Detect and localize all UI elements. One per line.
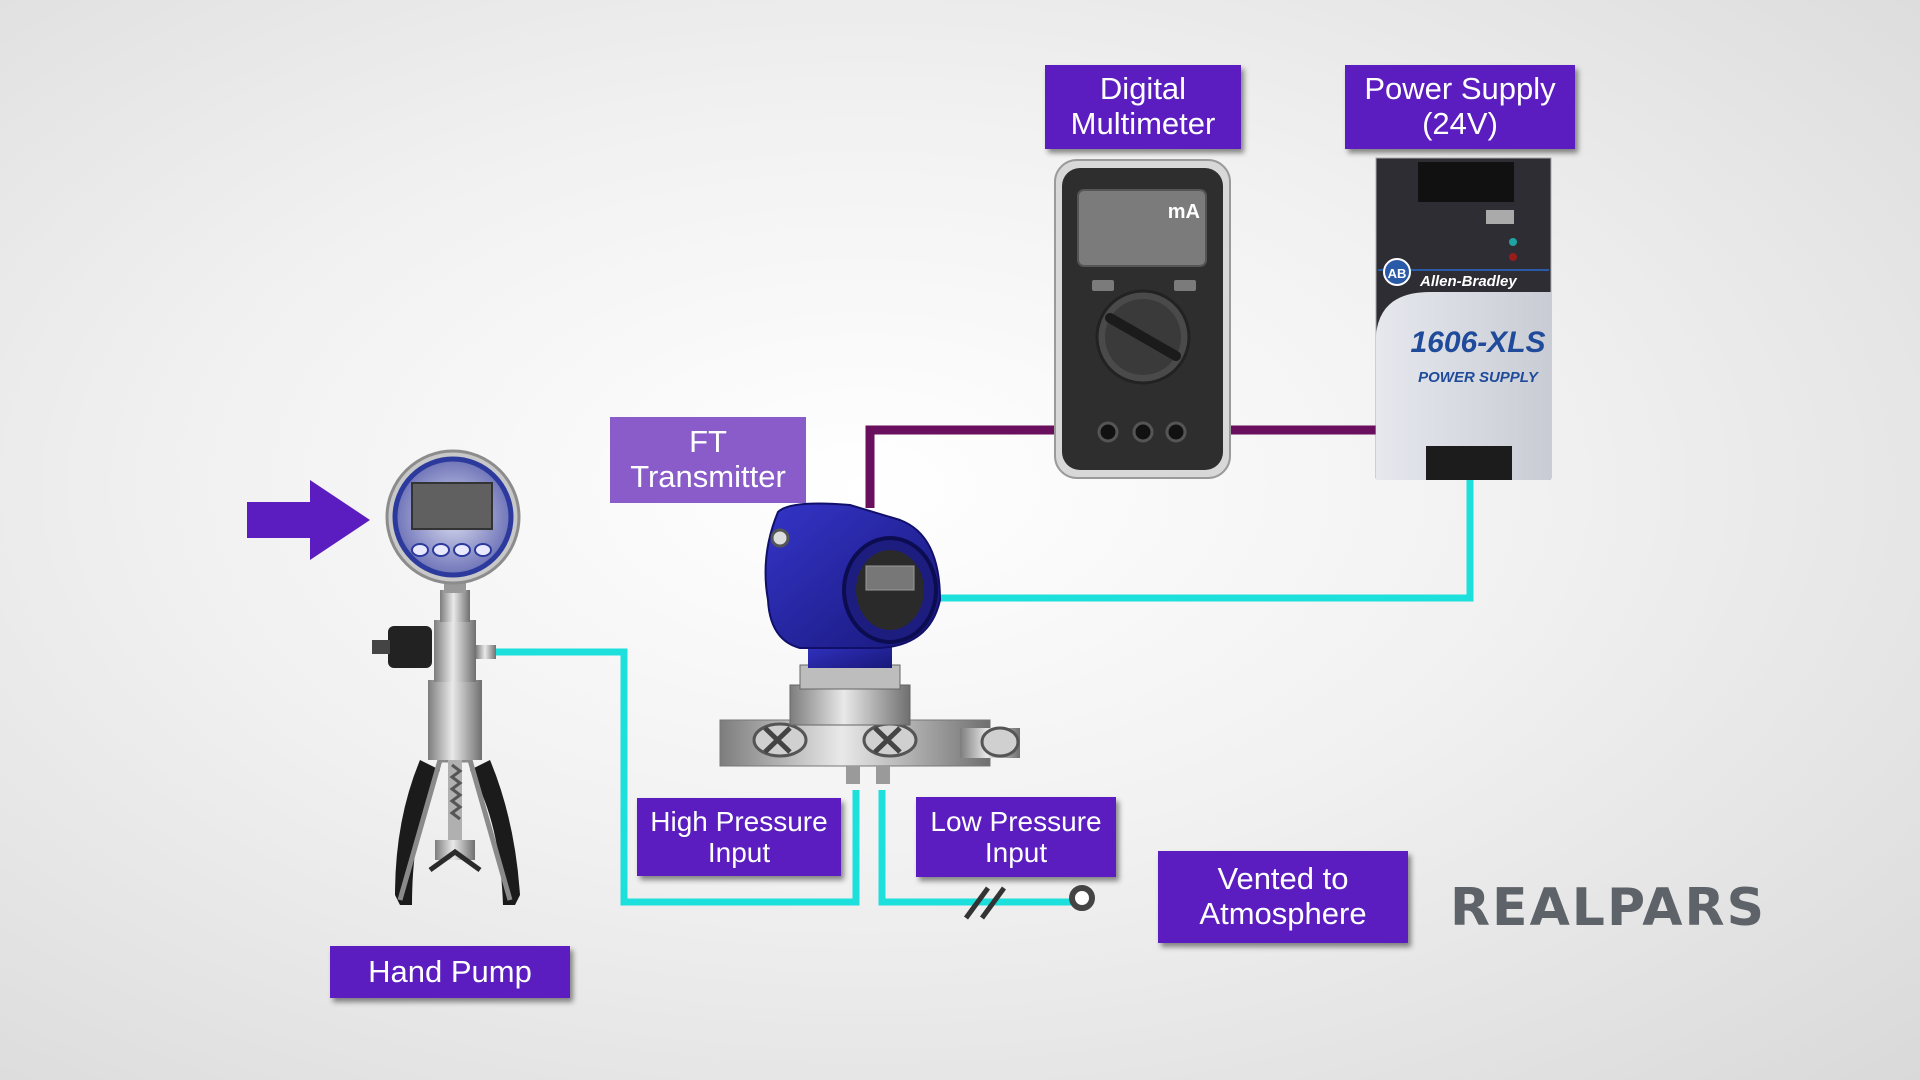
high-pressure-input-label-line1: High Pressure <box>650 805 828 837</box>
vented-label-line2: Atmosphere <box>1199 896 1367 931</box>
multimeter-icon: mA <box>1054 159 1231 479</box>
dp-transmitter-icon <box>719 502 1020 784</box>
low-pressure-vent-tube <box>878 790 1072 906</box>
digital-multimeter-label: Digital Multimeter <box>1045 65 1241 149</box>
power-supply-icon <box>1375 157 1552 480</box>
transmitter-to-power-supply-wire <box>930 480 1474 602</box>
pump-to-high-pressure-tube <box>490 648 860 906</box>
hand-pump-label: Hand Pump <box>330 946 570 998</box>
high-pressure-input-label: High Pressure Input <box>637 798 841 876</box>
power-supply-subtitle: POWER SUPPLY <box>1418 369 1540 386</box>
low-pressure-input-label-line1: Low Pressure <box>930 805 1102 837</box>
hand-pump-icon <box>372 449 521 905</box>
transmitter-to-multimeter-wire <box>865 425 1108 508</box>
power-supply-label-line1: Power Supply <box>1364 71 1556 107</box>
pressure-tubing <box>490 480 1474 906</box>
ft-transmitter-label: FT Transmitter <box>610 417 806 503</box>
vent-port-icon <box>963 885 1095 920</box>
ft-transmitter-label-line1: FT <box>689 424 727 460</box>
digital-multimeter-label-line1: Digital <box>1099 71 1187 107</box>
model-number: 1606-XLS <box>1410 326 1545 359</box>
arrow-right-icon <box>247 480 370 560</box>
vented-label-line1: Vented to <box>1217 861 1349 897</box>
hand-pump-label-text: Hand Pump <box>368 953 532 989</box>
power-supply-label-line2: (24V) <box>1422 106 1498 141</box>
ab-badge: AB <box>1388 266 1407 281</box>
vented-to-atmosphere-label: Vented to Atmosphere <box>1158 851 1408 943</box>
multimeter-jacks <box>1097 421 1187 443</box>
multimeter-unit: mA <box>1168 201 1200 223</box>
brand-name: Allen-Bradley <box>1419 273 1517 290</box>
realpars-logo: REALPARS <box>1450 878 1767 938</box>
digital-multimeter-label-line2: Multimeter <box>1070 106 1216 141</box>
low-pressure-input-label-line2: Input <box>984 837 1048 868</box>
ft-transmitter-label-line2: Transmitter <box>630 459 786 494</box>
low-pressure-input-label: Low Pressure Input <box>916 797 1116 877</box>
power-supply-label: Power Supply (24V) <box>1345 65 1575 149</box>
high-pressure-input-label-line2: Input <box>707 837 771 868</box>
